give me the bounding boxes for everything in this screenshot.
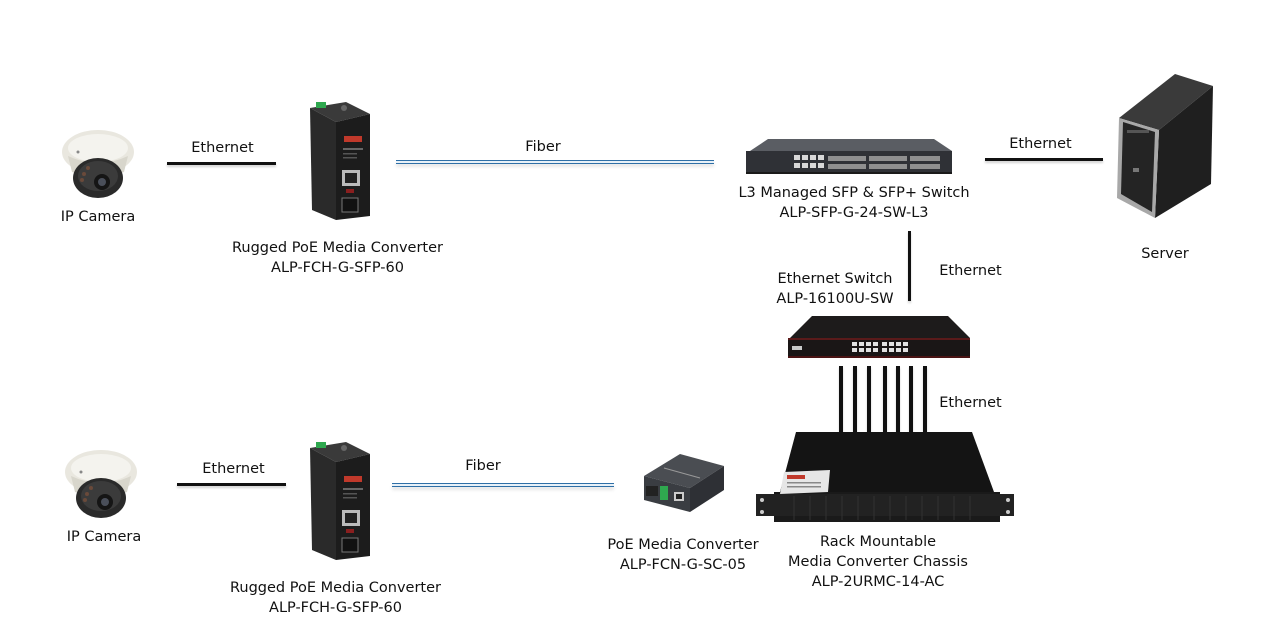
node-converter-top[interactable] [306,100,376,222]
link-label-ethernet-cam-top: Ethernet [191,140,254,156]
ethernet-cable [909,366,913,432]
node-chassis[interactable] [754,430,1016,524]
dome-camera-icon [65,450,137,518]
link-fiber-bottom [392,483,614,487]
server-tower-icon [1117,74,1213,218]
label-eth-switch: Ethernet Switch ALP-16100U-SW [776,271,894,307]
ethernet-cable [883,366,887,432]
node-camera-bottom[interactable] [61,442,141,522]
link-ethernet-cam-top [167,162,276,165]
ethernet-switch-icon [788,316,970,358]
link-label-fiber-top: Fiber [525,139,561,155]
ethernet-cable [839,366,843,432]
link-label-ethernet-server: Ethernet [1009,136,1072,152]
link-fiber-top [396,160,714,164]
node-camera-top[interactable] [58,122,138,202]
link-ethernet-server [985,158,1103,161]
rack-chassis-icon [756,432,1014,522]
ethernet-cable [853,366,857,432]
ethernet-cable [867,366,871,432]
label-camera-top: IP Camera [60,209,136,225]
node-poe-converter[interactable] [640,450,726,520]
node-converter-bottom[interactable] [306,440,376,562]
label-chassis: Rack Mountable Media Converter Chassis A… [788,534,968,590]
ethernet-cable [923,366,927,432]
label-l3-switch: L3 Managed SFP & SFP+ Switch ALP-SFP-G-2… [738,185,970,221]
link-label-ethernet-switch-to-chassis: Ethernet [939,395,1002,411]
dome-camera-icon [62,130,134,198]
label-converter-top: Rugged PoE Media Converter ALP-FCH-G-SFP… [231,240,443,276]
link-label-fiber-bottom: Fiber [465,458,501,474]
label-server: Server [1141,246,1189,262]
label-camera-bottom: IP Camera [66,529,142,545]
rugged-media-converter-icon [310,442,370,560]
rugged-media-converter-icon [310,102,370,220]
node-l3-switch[interactable] [744,137,954,177]
ethernet-cable [896,366,900,432]
link-ethernet-cam-bottom [177,483,286,486]
label-poe-converter: PoE Media Converter ALP-FCN-G-SC-05 [607,537,759,573]
node-eth-switch[interactable] [786,314,972,362]
label-converter-bottom: Rugged PoE Media Converter ALP-FCH-G-SFP… [229,580,441,616]
link-label-ethernet-cam-bottom: Ethernet [202,461,265,477]
media-converter-box-icon [644,454,724,512]
link-ethernet-l3-to-switch [908,231,911,301]
link-label-ethernet-l3-to-switch: Ethernet [939,263,1002,279]
rack-switch-icon [746,139,952,174]
node-server[interactable] [1115,72,1215,220]
